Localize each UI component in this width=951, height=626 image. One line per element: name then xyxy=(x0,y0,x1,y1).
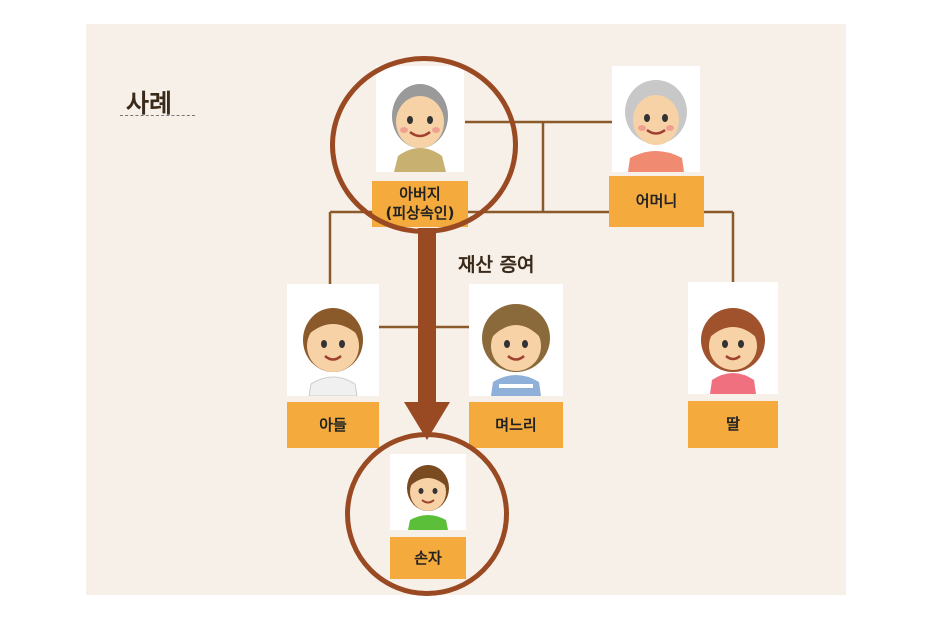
gift-arrow-label: 재산 증여 xyxy=(458,254,535,276)
mother-portrait xyxy=(612,66,700,172)
grandmother-icon xyxy=(625,80,687,172)
son-icon xyxy=(303,308,363,397)
page-title: 사례 xyxy=(126,89,173,118)
son-label: 아들 xyxy=(287,402,379,448)
mother-label: 어머니 xyxy=(609,176,704,227)
daughter-in-law-icon xyxy=(482,304,550,396)
daughter-in-law-portrait xyxy=(469,284,563,396)
gift-arrow-shaft xyxy=(418,228,436,406)
son-portrait xyxy=(287,284,379,397)
daughter-portrait xyxy=(688,282,778,394)
daughter-label: 딸 xyxy=(688,401,778,448)
title-underline xyxy=(120,115,195,116)
father-highlight-ring xyxy=(330,56,518,234)
gift-arrow-head xyxy=(404,402,450,440)
grandson-highlight-ring xyxy=(345,432,509,596)
daughter-icon xyxy=(701,308,765,394)
daughter-in-law-label: 며느리 xyxy=(469,402,563,448)
